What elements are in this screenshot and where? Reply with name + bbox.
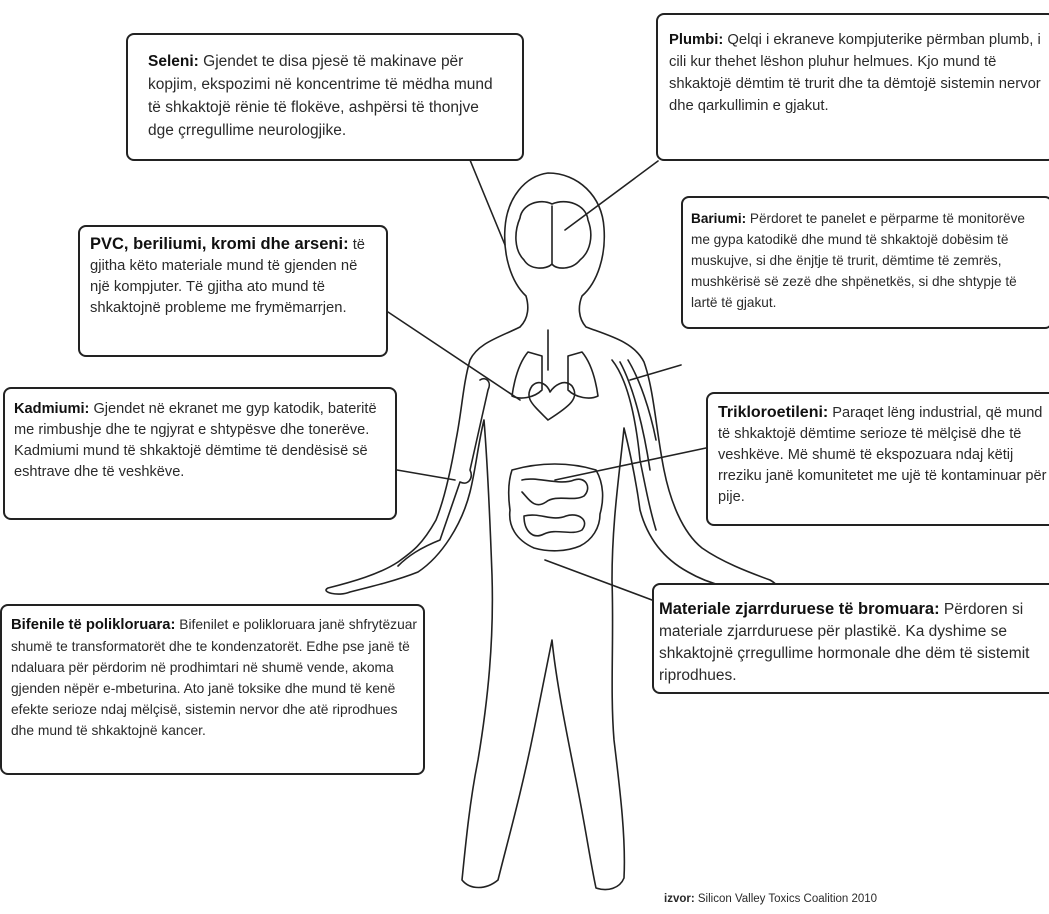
kadmiumi-text: Gjendet në ekranet me gyp katodik, bater…: [14, 401, 377, 480]
connector-pvc: [387, 311, 521, 401]
source-label: izvor:: [664, 893, 695, 905]
box-bifenile: Bifenile të polikloruara: Bifenilet e po…: [0, 604, 425, 775]
box-kadmiumi: Kadmiumi: Gjendet në ekranet me gyp kato…: [3, 387, 397, 520]
connector-seleni: [469, 159, 506, 246]
arm-muscles-right: [611, 359, 657, 531]
bariumi-heading: Bariumi:: [691, 211, 747, 226]
arm-bones-left: [397, 377, 491, 567]
bifenile-heading: Bifenile të polikloruara:: [11, 617, 176, 633]
seleni-text: Gjendet te disa pjesë të makinave për ko…: [148, 53, 493, 139]
plumbi-heading: Plumbi:: [669, 32, 724, 48]
connector-trikloro: [554, 447, 707, 481]
box-pvc-beriliumi-kromi-arseni: PVC, beriliumi, kromi dhe arseni: të gji…: [78, 225, 388, 357]
brain-shape: [515, 200, 592, 269]
plumbi-text: Qelqi i ekraneve kompjuterike përmban pl…: [669, 32, 1041, 114]
heart-shape: [528, 381, 576, 421]
kadmiumi-heading: Kadmiumi:: [14, 401, 90, 417]
connector-kadmiumi: [396, 469, 456, 481]
lungs-shape: [511, 329, 599, 399]
source-text: Silicon Valley Toxics Coalition 2010: [694, 893, 878, 905]
box-bariumi: Bariumi: Përdoret te panelet e përparme …: [681, 196, 1049, 329]
connector-plumbi: [564, 160, 659, 231]
source-credit: izvor: Silicon Valley Toxics Coalition 2…: [664, 892, 877, 906]
connector-bromuara: [544, 559, 653, 601]
seleni-heading: Seleni:: [148, 53, 199, 70]
bromuara-text: Përdoren si materiale zjarrduruese për p…: [659, 601, 1030, 684]
box-materiale-bromuara: Materiale zjarrduruese të bromuara: Përd…: [652, 583, 1049, 694]
pvc-heading: PVC, beriliumi, kromi dhe arseni:: [90, 235, 349, 253]
box-seleni: Seleni: Gjendet te disa pjesë të makinav…: [126, 33, 524, 161]
pvc-text: të gjitha këto materiale mund të gjenden…: [90, 237, 366, 316]
intestines-shape: [507, 463, 604, 552]
box-trikloroetileni: Trikloroetileni: Paraqet lëng industrial…: [706, 392, 1049, 526]
box-plumbi: Plumbi: Qelqi i ekraneve kompjuterike pë…: [656, 13, 1049, 161]
connector-bariumi: [629, 364, 682, 381]
trikloro-text: Paraqet lëng industrial, që mund të shka…: [718, 405, 1047, 505]
trikloro-heading: Trikloroetileni:: [718, 404, 829, 421]
bifenile-text: Bifenilet e polikloruara janë shfrytëzua…: [11, 617, 418, 738]
body-outline: [325, 172, 779, 891]
bromuara-heading: Materiale zjarrduruese të bromuara:: [659, 600, 940, 618]
bariumi-text: Përdoret te panelet e përparme të monito…: [691, 211, 1025, 310]
